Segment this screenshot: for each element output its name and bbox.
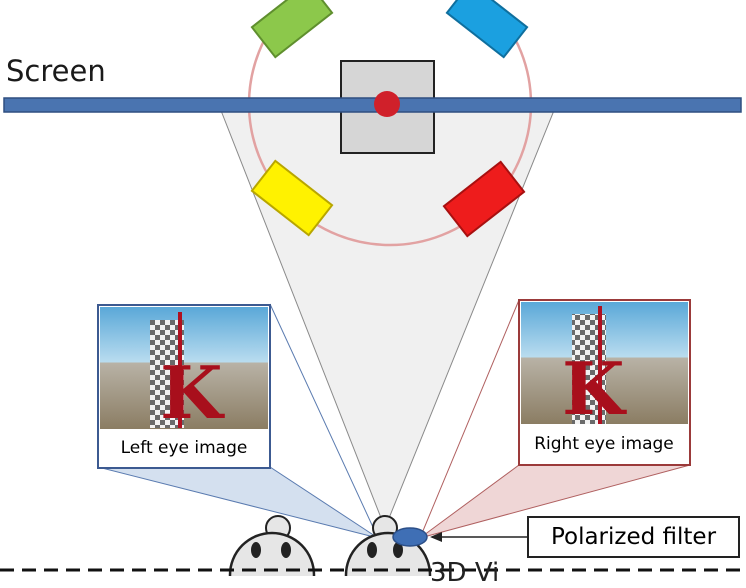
right-view-edge [419, 299, 520, 539]
screen-bar [3, 97, 742, 113]
left-eye-thumbnail: K [97, 304, 271, 469]
left-view-edge [269, 303, 379, 539]
left-eye-caption: Left eye image [120, 438, 248, 458]
projector-red-icon [442, 160, 526, 238]
right-eye-caption: Right eye image [534, 434, 674, 454]
viewer-left-avatar [228, 515, 316, 588]
polarized-filter-ellipse [392, 527, 428, 547]
screen-label: Screen [6, 54, 106, 88]
left-view-wedge [97, 466, 379, 539]
right-eye-thumbnail: K [518, 299, 691, 466]
center-dot [374, 91, 400, 117]
partial-bottom-label: 3D Vi [430, 558, 500, 588]
projector-green-icon [250, 0, 334, 59]
projector-blue-icon [445, 0, 529, 59]
projector-yellow-icon [250, 159, 334, 237]
filter-arrowhead [430, 532, 442, 542]
svg-text:K: K [562, 346, 627, 431]
polarized-filter-label: Polarized filter [527, 516, 740, 558]
viewer-right-avatar [344, 515, 432, 588]
svg-text:K: K [160, 350, 225, 435]
